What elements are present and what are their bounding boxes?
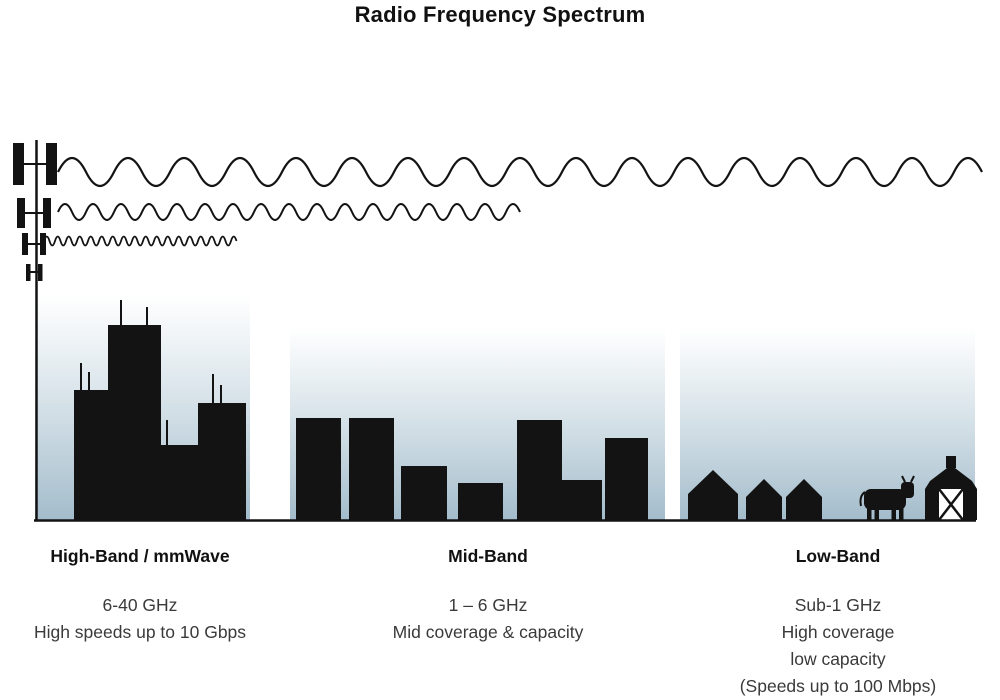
cell-tower-icon <box>13 140 57 520</box>
caption-high-band: High-Band / mmWave 6-40 GHz High speeds … <box>20 546 260 646</box>
medium-wavelength-wave-icon <box>57 203 521 221</box>
diagram-title: Radio Frequency Spectrum <box>354 2 646 27</box>
band-desc-high: High speeds up to 10 Gbps <box>33 622 247 642</box>
caption-low-band: Low-Band Sub-1 GHz High coverage low cap… <box>718 546 958 700</box>
band-label-mid: Mid-Band <box>448 546 528 566</box>
mid-rise-buildings-icon <box>296 418 648 520</box>
band-desc-low-1: High coverage <box>781 622 895 642</box>
band-desc-mid: Mid coverage & capacity <box>392 622 584 642</box>
band-desc-low-2: low capacity <box>790 649 886 669</box>
caption-mid-band: Mid-Band 1 – 6 GHz Mid coverage & capaci… <box>368 546 608 646</box>
barn-icon <box>925 456 977 521</box>
band-freq-low: Sub-1 GHz <box>794 595 882 615</box>
cow-icon <box>859 475 915 520</box>
skyscrapers-icon <box>74 300 246 520</box>
band-label-low: Low-Band <box>795 546 881 566</box>
band-label-high: High-Band / mmWave <box>50 546 230 566</box>
long-wavelength-wave-icon <box>57 156 983 188</box>
band-freq-high: 6-40 GHz <box>102 595 178 615</box>
band-freq-mid: 1 – 6 GHz <box>448 595 528 615</box>
houses-icon <box>688 470 822 520</box>
band-desc-low-3: (Speeds up to 100 Mbps) <box>739 676 937 696</box>
short-wavelength-wave-icon <box>43 235 238 247</box>
